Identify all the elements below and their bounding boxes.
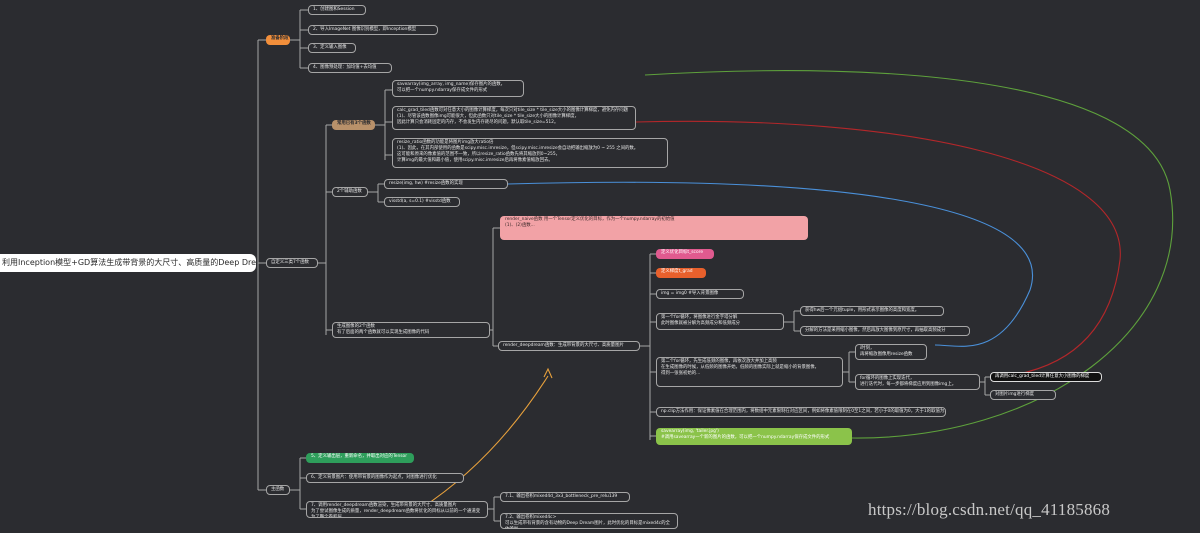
main-step-6[interactable]: 6、定义背景图片：使用带背景的图像作为起点，对图像进行优化 — [306, 473, 464, 483]
func-render-deepdream[interactable]: render_deepdream函数：生成带背景的大尺寸、高质量图片 — [498, 341, 640, 351]
prep-step-1[interactable]: 1、创建图和Session — [308, 5, 366, 15]
step-define-t-score[interactable]: 定义优化目标t_score — [656, 249, 714, 259]
step-define-t-grad[interactable]: 定义梯度t_grad — [656, 268, 706, 278]
func-calc-grad-tiled[interactable]: calc_grad_tiled函数可对任意大小的图像计算梯度，每次只对tile_… — [392, 106, 636, 130]
func-savearray[interactable]: savearray(img_array, img_name)保存图片的函数，可以… — [392, 80, 524, 97]
note-decompose-method[interactable]: 分解的方法是采用缩小图像，然后再放大图像到原尺寸，再抽取高频成分 — [800, 326, 970, 336]
step-np-clip[interactable]: np.clip方法作用：保证像素值在合理范围内，将数组中元素限制在对应区间，例如… — [656, 407, 946, 417]
group-common-functions[interactable]: 常用已有3个函数 — [332, 120, 375, 130]
main-step-7-2[interactable]: 7.2、输出卷积mixed4c>可以生成带有背景的含有动物的Deep Dream… — [500, 513, 678, 529]
prep-step-3[interactable]: 3、定义输入图像 — [308, 43, 356, 53]
branch-custom-functions[interactable]: 自定义三类7个函数 — [266, 258, 318, 268]
root-topic[interactable]: 利用Inception模型+GD算法生成带背景的大尺寸、高质量的Deep Dre… — [0, 254, 256, 272]
group-generation-functions[interactable]: 生成图像的2个函数有了后面的两个函数就可以实现生成图像的代码 — [332, 322, 490, 338]
note-apply-gradient[interactable]: 对图片img进行梯度 — [990, 390, 1056, 400]
step-import-background[interactable]: img = img0 #导入背景图像 — [656, 289, 744, 299]
branch-main[interactable]: 主函数 — [266, 485, 290, 495]
func-visstd[interactable]: visstd(a, s=0.1) #visstd函数 — [384, 197, 460, 207]
step-loop-pyramid-decompose[interactable]: 第一个for循环，将图像进行金字塔分解此时图像就被分解为高频成分和低频成分 — [656, 313, 784, 330]
prep-step-4[interactable]: 4、图像预处理：加均值+去均值 — [308, 63, 392, 73]
branch-prep[interactable]: 准备阶段 — [266, 35, 290, 45]
func-resize-ratio[interactable]: resize_ratio函数的功能是将图片img放大ratio倍(1)、因此，在… — [392, 138, 668, 168]
func-resize[interactable]: resize(img, hw) #resize函数的实现 — [384, 179, 508, 189]
func-render-naive[interactable]: render_naive函数 用一个Tensor定义优化的目标，作为一个nump… — [500, 216, 808, 240]
prep-step-2[interactable]: 2、导入ImageNet 图像识别模型，即Inception模型 — [308, 25, 438, 35]
main-step-5[interactable]: 5、定义输出层，重新命名，并取出对应的Tensor — [306, 453, 414, 463]
note-iterate-gradient[interactable]: for循环的图像上实现迭代，进行迭代时，每一步都将梯度应用到图像img上。 — [855, 374, 980, 390]
step-savearray-output[interactable]: savearray(img, 'tailer.jpg')#调用savearray… — [656, 428, 852, 445]
group-helper-functions[interactable]: 2个辅助函数 — [332, 187, 368, 197]
main-step-7-1[interactable]: 7.1、输出卷积mixed4d_3x3_bottleneck_pre_relu1… — [500, 492, 630, 502]
note-hw-tuple[interactable]: 获得hw后一个元组tuple，用形式表示图像的高度和宽度。 — [800, 306, 944, 316]
main-step-7[interactable]: 7、调用render_deepdream函数渲染，生成带背景的大尺寸、高质量图片… — [306, 501, 488, 518]
csdn-watermark: https://blog.csdn.net/qq_41185868 — [868, 500, 1111, 519]
note-call-calc-grad[interactable]: 再调用calc_grad_tiled计算任意大小图像的梯度 — [990, 372, 1102, 382]
step-loop-reconstruct[interactable]: 第二个for循环，先生成低频的图像，再依次放大并加上高频在生成图像的时候，从低频… — [656, 357, 843, 387]
note-resize-step[interactable]: i时刻，再将缩放图像用resize函数 — [855, 344, 927, 360]
